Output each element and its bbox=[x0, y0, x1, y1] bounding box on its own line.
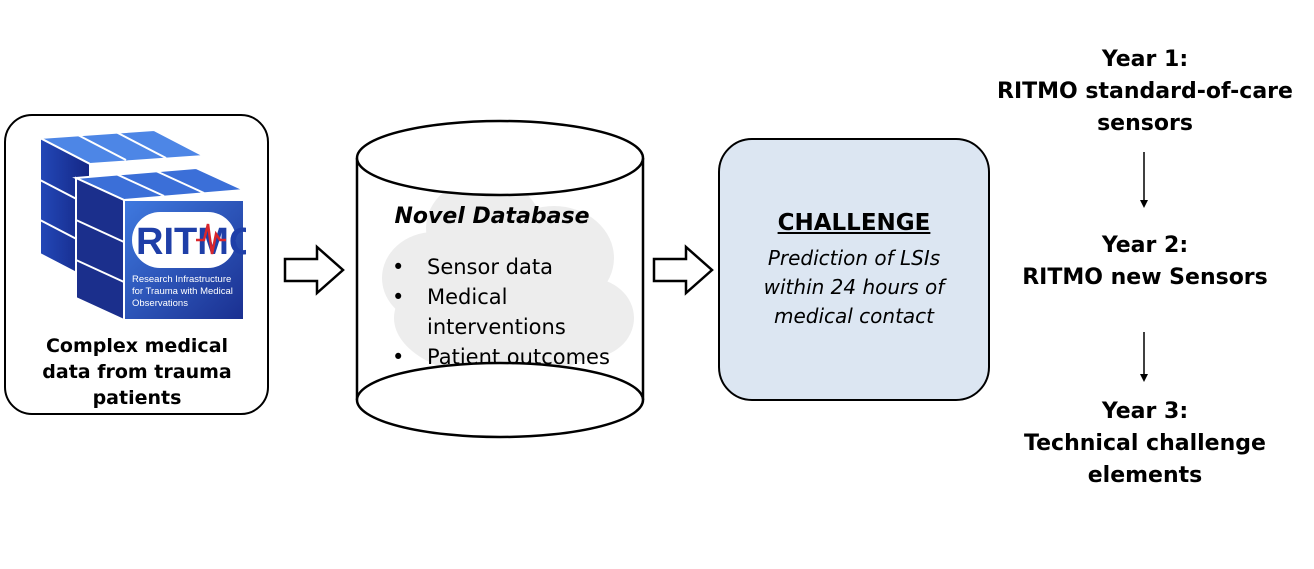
cloud-shape bbox=[382, 178, 634, 378]
source-caption-line: Complex medical bbox=[45, 335, 229, 357]
logo-subtitle-line-2: for Trauma with Medical bbox=[132, 286, 233, 297]
heartbeat-icon bbox=[196, 223, 226, 255]
year-description: RITMO new Sensors bbox=[1022, 265, 1268, 290]
year-description: elements bbox=[1087, 463, 1203, 488]
ritmo-logo: RITMO Research Infrastructure for Trauma… bbox=[36, 130, 246, 322]
source-caption: Complex medical data from trauma patient… bbox=[4, 333, 270, 411]
list-item: • Medical bbox=[392, 282, 610, 312]
year-label: Year 3: bbox=[1101, 399, 1189, 424]
cylinder-top bbox=[355, 119, 645, 197]
year-label: Year 2: bbox=[1101, 233, 1189, 258]
timeline-year-1: Year 1: RITMO standard-of-care sensors bbox=[980, 44, 1310, 140]
list-item-label: Medical bbox=[427, 285, 508, 309]
logo-subtitle-line-3: Observations bbox=[132, 298, 188, 309]
challenge-description-line: within 24 hours of bbox=[763, 275, 945, 299]
source-caption-line: data from trauma bbox=[42, 361, 232, 383]
database-item-list: • Sensor data • Medical interventions • … bbox=[392, 252, 610, 372]
year-label: Year 1: bbox=[1101, 47, 1189, 72]
bullet-icon: • bbox=[392, 285, 405, 309]
database-cylinder bbox=[355, 119, 645, 439]
list-item-label: Sensor data bbox=[427, 255, 553, 279]
list-item-label: interventions bbox=[427, 315, 566, 339]
bullet-icon: • bbox=[392, 345, 405, 369]
year-description: RITMO standard-of-care bbox=[997, 79, 1293, 104]
logo-subtitle-line-1: Research Infrastructure bbox=[132, 274, 231, 285]
bullet-icon: • bbox=[392, 255, 405, 279]
challenge-description-line: Prediction of LSIs bbox=[767, 246, 941, 270]
logo-wordmark: RITMO bbox=[136, 221, 246, 263]
list-item-continuation: interventions bbox=[392, 312, 610, 342]
database-title: Novel Database bbox=[394, 204, 590, 229]
cylinder-bottom bbox=[355, 361, 645, 439]
right-arrow-icon bbox=[652, 244, 714, 296]
year-description: sensors bbox=[1097, 111, 1193, 136]
challenge-box bbox=[718, 138, 990, 401]
challenge-title: CHALLENGE bbox=[777, 210, 931, 236]
source-caption-line: patients bbox=[92, 387, 182, 409]
logo-front-cube: RITMO Research Infrastructure for Trauma… bbox=[72, 166, 246, 322]
down-arrow-icon bbox=[1140, 152, 1148, 208]
challenge-description-line: medical contact bbox=[773, 304, 935, 328]
timeline-year-3: Year 3: Technical challenge elements bbox=[980, 396, 1310, 492]
down-arrow-icon bbox=[1140, 332, 1148, 382]
year-description: Technical challenge bbox=[1024, 431, 1266, 456]
list-item-label: Patient outcomes bbox=[427, 345, 610, 369]
right-arrow-icon bbox=[283, 244, 345, 296]
list-item: • Sensor data bbox=[392, 252, 610, 282]
challenge-description: Prediction of LSIs within 24 hours of me… bbox=[718, 244, 990, 331]
timeline-year-2: Year 2: RITMO new Sensors bbox=[980, 230, 1310, 294]
list-item: • Patient outcomes bbox=[392, 342, 610, 372]
